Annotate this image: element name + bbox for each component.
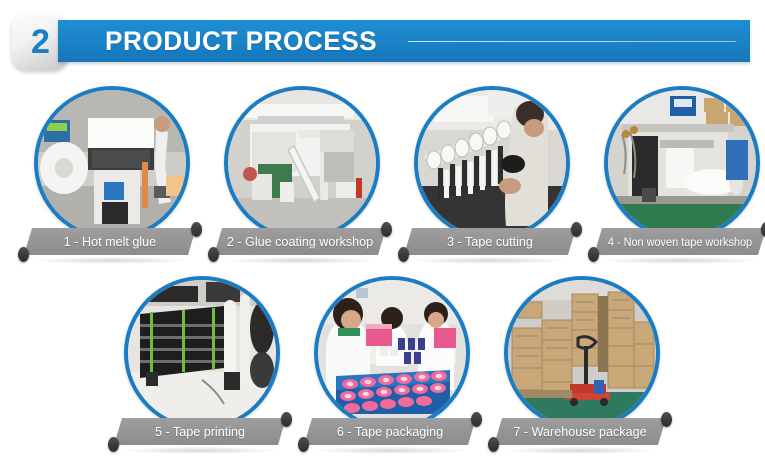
tape-cutting-photo-icon bbox=[418, 90, 566, 236]
glue-coating-workshop-photo-icon bbox=[228, 90, 376, 236]
process-photo-3 bbox=[414, 86, 570, 240]
process-photo-4 bbox=[604, 86, 760, 240]
process-label-text-1: 1 - Hot melt glue bbox=[63, 234, 157, 249]
process-label-text-6: 6 - Tape packaging bbox=[336, 424, 444, 439]
process-label-wrap-6: 6 - Tape packaging bbox=[298, 412, 482, 454]
label-shadow bbox=[600, 257, 760, 264]
process-label-2[interactable]: 2 - Glue coating workshop bbox=[214, 228, 386, 255]
label-pin-top-right bbox=[571, 222, 582, 237]
process-step-3[interactable]: 3 - Tape cutting bbox=[392, 82, 582, 267]
header-divider-line bbox=[407, 40, 736, 42]
label-shadow bbox=[120, 447, 280, 454]
process-step-5[interactable]: 5 - Tape printing bbox=[102, 272, 292, 457]
process-row-top: 1 - Hot melt glue bbox=[0, 82, 765, 264]
label-pin-top-right bbox=[191, 222, 202, 237]
process-label-text-4: 4 - Non woven tape workshop bbox=[607, 234, 753, 249]
process-label-5[interactable]: 5 - Tape printing bbox=[114, 418, 286, 445]
label-pin-top-right bbox=[281, 412, 292, 427]
process-photo-5 bbox=[124, 276, 280, 430]
label-pin-bottom-left bbox=[398, 247, 409, 262]
step-number: 2 bbox=[31, 23, 50, 61]
process-label-text-5: 5 - Tape printing bbox=[154, 424, 246, 439]
process-step-2[interactable]: 2 - Glue coating workshop bbox=[202, 82, 392, 267]
header-blue-bar: PRODUCT PROCESS bbox=[58, 20, 750, 62]
process-label-text-2: 2 - Glue coating workshop bbox=[226, 234, 374, 249]
warehouse-package-photo-icon bbox=[508, 280, 656, 426]
process-label-7[interactable]: 7 - Warehouse package bbox=[494, 418, 666, 445]
label-shadow bbox=[410, 257, 570, 264]
process-step-6[interactable]: 6 - Tape packaging bbox=[292, 272, 482, 457]
tape-packaging-photo-icon bbox=[318, 280, 466, 426]
page-title: PRODUCT PROCESS bbox=[105, 25, 378, 56]
label-pin-bottom-left bbox=[208, 247, 219, 262]
label-shadow bbox=[500, 447, 660, 454]
process-label-6[interactable]: 6 - Tape packaging bbox=[304, 418, 476, 445]
process-row-bottom: 5 - Tape printing bbox=[0, 272, 765, 457]
process-label-wrap-7: 7 - Warehouse package bbox=[488, 412, 672, 454]
tape-printing-photo-icon bbox=[128, 280, 276, 426]
process-label-text-7: 7 - Warehouse package bbox=[513, 424, 647, 439]
process-step-7[interactable]: 7 - Warehouse package bbox=[482, 272, 672, 457]
label-pin-top-right bbox=[661, 412, 672, 427]
process-label-wrap-4: 4 - Non woven tape workshop bbox=[588, 222, 765, 264]
process-label-3[interactable]: 3 - Tape cutting bbox=[404, 228, 576, 255]
header: 2 PRODUCT PROCESS bbox=[0, 0, 765, 78]
label-pin-bottom-left bbox=[488, 437, 499, 452]
process-photo-7 bbox=[504, 276, 660, 430]
process-label-1[interactable]: 1 - Hot melt glue bbox=[24, 228, 196, 255]
process-photo-2 bbox=[224, 86, 380, 240]
hot-melt-glue-photo-icon bbox=[38, 90, 186, 236]
label-pin-bottom-left bbox=[298, 437, 309, 452]
label-shadow bbox=[310, 447, 470, 454]
label-pin-bottom-left bbox=[108, 437, 119, 452]
label-pin-top-right bbox=[381, 222, 392, 237]
non-woven-tape-workshop-photo-icon bbox=[608, 90, 756, 236]
process-label-wrap-2: 2 - Glue coating workshop bbox=[208, 222, 392, 264]
process-label-wrap-1: 1 - Hot melt glue bbox=[18, 222, 202, 264]
process-step-1[interactable]: 1 - Hot melt glue bbox=[12, 82, 202, 267]
process-label-wrap-3: 3 - Tape cutting bbox=[398, 222, 582, 264]
process-step-4[interactable]: 4 - Non woven tape workshop bbox=[582, 82, 765, 267]
label-shadow bbox=[220, 257, 380, 264]
process-label-text-3: 3 - Tape cutting bbox=[447, 234, 533, 249]
label-pin-bottom-left bbox=[588, 247, 599, 262]
process-photo-6 bbox=[314, 276, 470, 430]
process-label-4[interactable]: 4 - Non woven tape workshop bbox=[594, 228, 765, 255]
label-pin-top-right bbox=[471, 412, 482, 427]
label-pin-bottom-left bbox=[18, 247, 29, 262]
label-pin-top-right bbox=[761, 222, 765, 237]
process-photo-1 bbox=[34, 86, 190, 240]
label-shadow bbox=[30, 257, 190, 264]
process-label-wrap-5: 5 - Tape printing bbox=[108, 412, 292, 454]
